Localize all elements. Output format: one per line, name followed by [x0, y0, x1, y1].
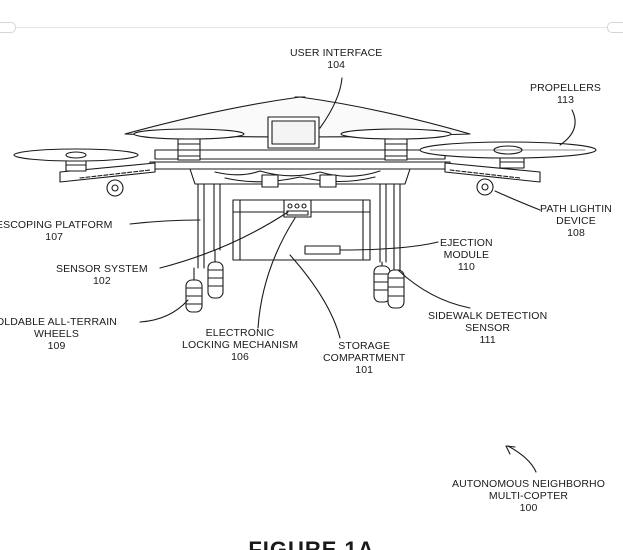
label-multicopter: AUTONOMOUS NEIGHBORHO MULTI-COPTER 100 — [452, 478, 606, 514]
propeller-back-left — [133, 128, 245, 140]
propeller-left — [13, 148, 139, 162]
viewer-top-border — [0, 27, 623, 28]
motor-front-left — [177, 137, 201, 161]
leader-multicopter — [507, 445, 537, 473]
leader-locking — [257, 217, 296, 329]
right-scroll-nub[interactable] — [607, 22, 623, 33]
label-path-lighting: PATH LIGHTIN DEVICE 108 — [540, 203, 612, 239]
label-wheels: OLDABLE ALL-TERRAIN WHEELS 109 — [0, 316, 117, 352]
path-light-right — [476, 178, 494, 196]
leader-telescoping — [129, 219, 201, 225]
wheel-right-outer — [387, 269, 405, 309]
propeller-back-right — [340, 128, 452, 140]
locking-mechanism — [283, 199, 312, 218]
label-telescoping-platform: ESCOPING PLATFORM 107 — [0, 219, 113, 243]
leader-ejection — [339, 241, 439, 251]
wheel-left-inner — [207, 261, 224, 299]
leader-storage — [289, 254, 341, 339]
leader-sensor — [159, 211, 289, 269]
label-ejection-module: EJECTION MODULE 110 — [440, 237, 493, 273]
arrow-head — [505, 445, 516, 455]
label-sidewalk-sensor: SIDEWALK DETECTION SENSOR 111 — [428, 310, 548, 346]
path-light-left — [106, 179, 124, 197]
label-locking-mechanism: ELECTRONIC LOCKING MECHANISM 106 — [182, 327, 299, 363]
right-arm — [444, 162, 541, 183]
motor-front-right — [384, 137, 408, 161]
leader-wheels — [139, 299, 189, 323]
wheel-left-outer — [185, 279, 203, 313]
leg-right-outer — [393, 183, 401, 271]
figure-title: FIGURE 1A — [248, 537, 375, 550]
leg-left-inner — [213, 183, 221, 251]
left-scroll-nub[interactable] — [0, 22, 16, 33]
wheel-right-inner — [373, 265, 391, 303]
leader-sidewalk — [397, 269, 471, 309]
label-propellers: PROPELLERS 113 — [530, 82, 602, 106]
leg-right-inner — [379, 183, 387, 263]
leader-user-interface — [319, 77, 343, 129]
label-storage-compartment: STORAGE COMPARTMENT 101 — [323, 340, 406, 376]
leader-propellers — [559, 109, 576, 146]
label-user-interface: USER INTERFACE 104 — [290, 47, 383, 71]
label-sensor-system: SENSOR SYSTEM 102 — [56, 263, 148, 287]
leader-path-lighting — [494, 190, 541, 211]
lower-frame-plate — [149, 161, 451, 170]
